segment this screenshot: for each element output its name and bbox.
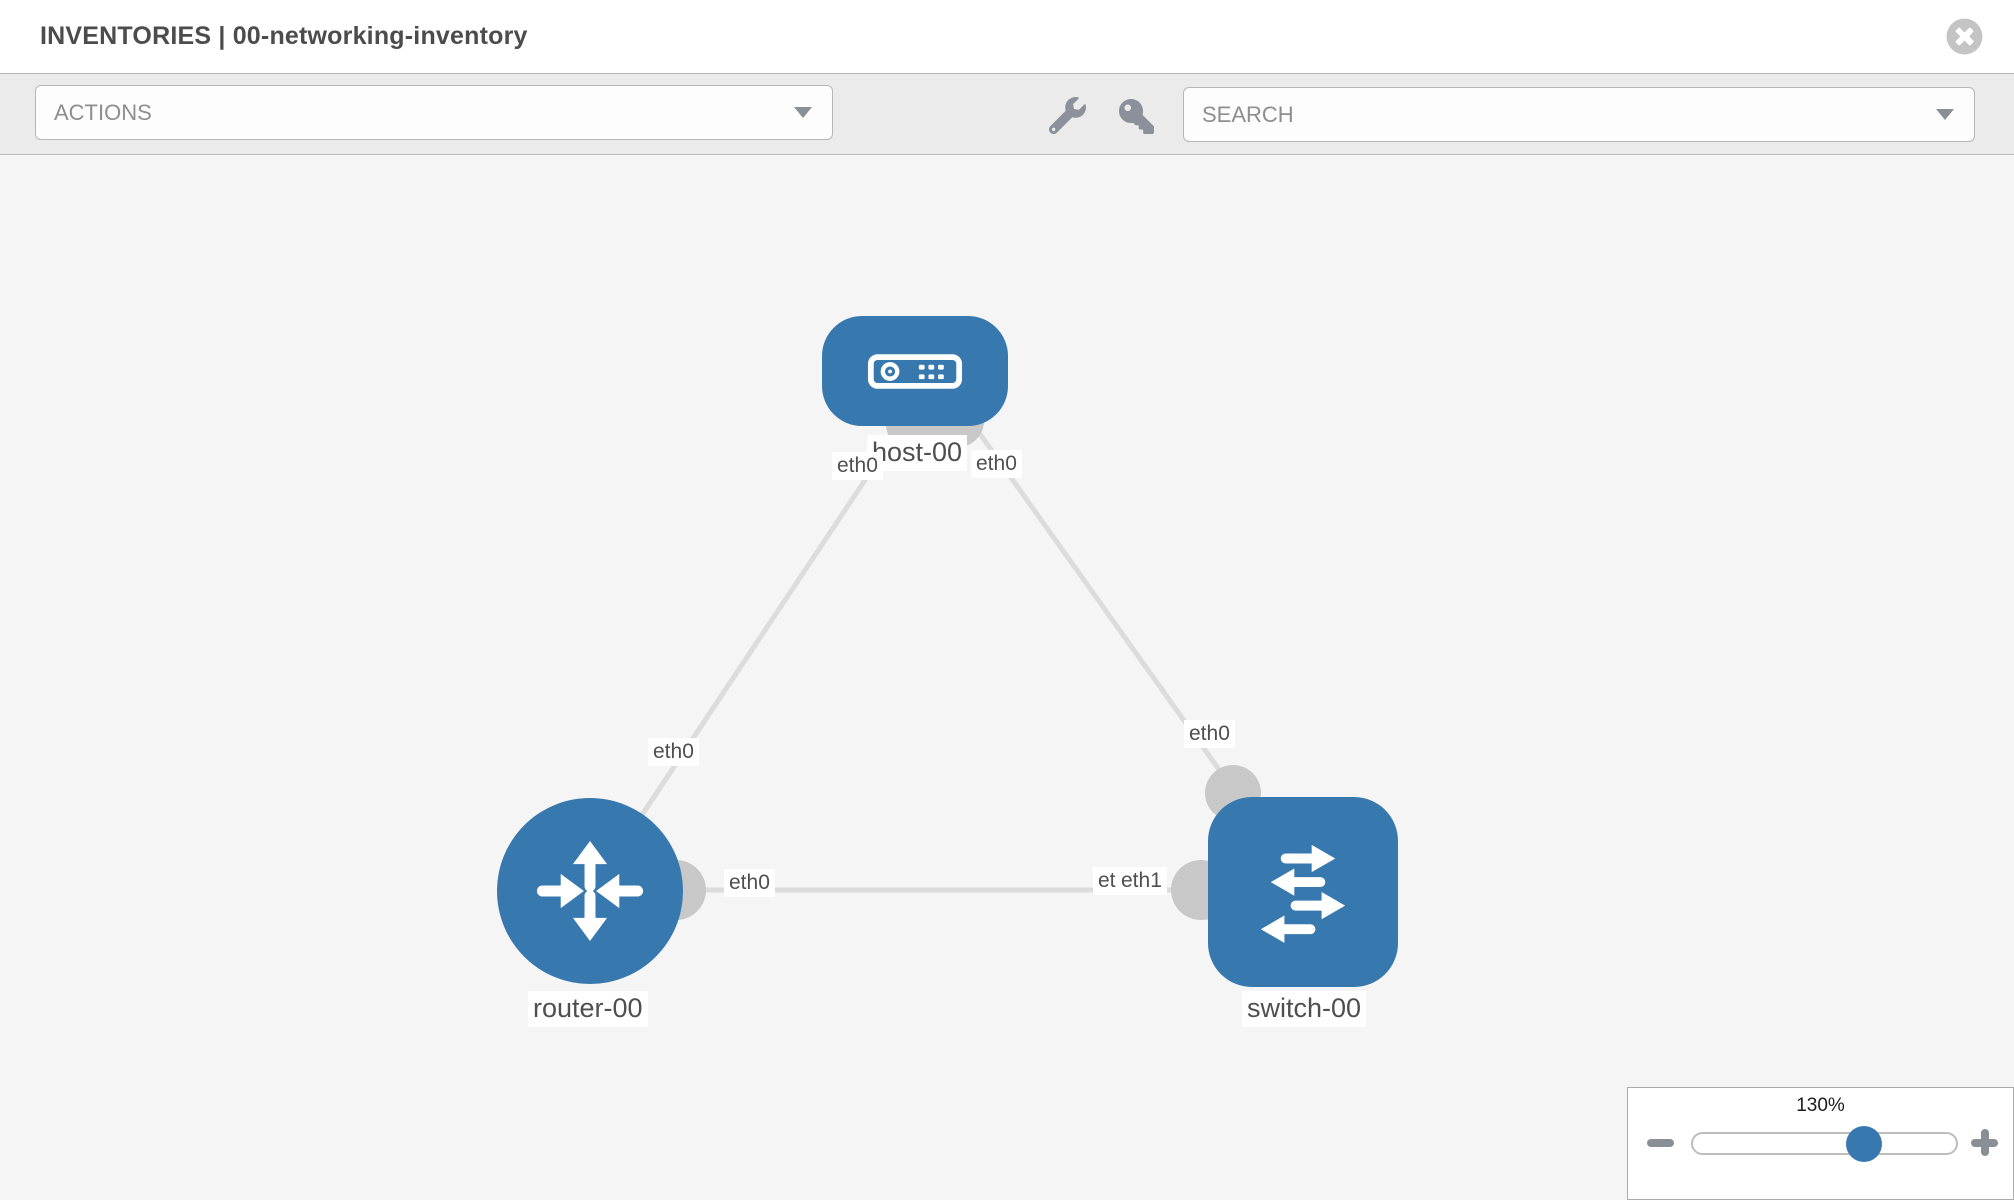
credentials-button[interactable] (1116, 96, 1156, 136)
topology-canvas[interactable]: host-00 router-00 switch-00 eth0 eth0 et… (0, 155, 2014, 1200)
actions-dropdown[interactable]: ACTIONS (35, 85, 833, 140)
search-placeholder: SEARCH (1202, 101, 1294, 127)
close-button[interactable] (1944, 17, 1984, 57)
actions-dropdown-value: ACTIONS (54, 99, 152, 125)
times-circle-icon (1946, 18, 1982, 55)
key-icon (1118, 98, 1154, 134)
router-icon (536, 840, 644, 942)
wrench-icon (1048, 96, 1086, 134)
zoom-level: 130% (1796, 1095, 1845, 1116)
node-label-switch: switch-00 (1242, 991, 1367, 1027)
minus-icon (1647, 1139, 1674, 1147)
interface-label-router-eth0-up: eth0 (648, 738, 699, 767)
search-dropdown[interactable]: SEARCH (1183, 87, 1975, 142)
node-host-00[interactable] (822, 316, 1008, 426)
interface-label-switch-eth1: eth1 (1116, 867, 1167, 896)
switch-icon (1260, 844, 1346, 943)
node-switch-00[interactable] (1208, 797, 1398, 987)
host-icon (867, 353, 963, 389)
topology-graph (589, 395, 1300, 920)
zoom-control-panel: 130% (1627, 1087, 2014, 1200)
node-label-router: router-00 (528, 991, 648, 1027)
zoom-out-button[interactable] (1646, 1128, 1676, 1158)
chevron-down-icon (794, 107, 812, 118)
chevron-down-icon (1936, 109, 1954, 120)
interface-label-switch-eth0-up: eth0 (1184, 720, 1235, 749)
node-label-host: host-00 (867, 435, 968, 471)
node-router-00[interactable] (497, 798, 683, 984)
zoom-slider-track[interactable] (1691, 1125, 1958, 1162)
interface-label-host-eth0: eth0 (832, 452, 883, 481)
toolbar: ACTIONS SEARCH (0, 73, 2014, 155)
zoom-slider-handle[interactable] (1845, 1125, 1882, 1162)
page-title: INVENTORIES | 00-networking-inventory (40, 22, 528, 50)
interface-label-router-eth0-mid: eth0 (724, 869, 775, 898)
configure-button[interactable] (1047, 95, 1087, 135)
header: INVENTORIES | 00-networking-inventory (0, 0, 2014, 73)
link-host-router[interactable] (589, 418, 908, 892)
zoom-in-button[interactable] (1970, 1128, 2000, 1158)
interface-label-host-eth0b: eth0 (971, 450, 1022, 479)
